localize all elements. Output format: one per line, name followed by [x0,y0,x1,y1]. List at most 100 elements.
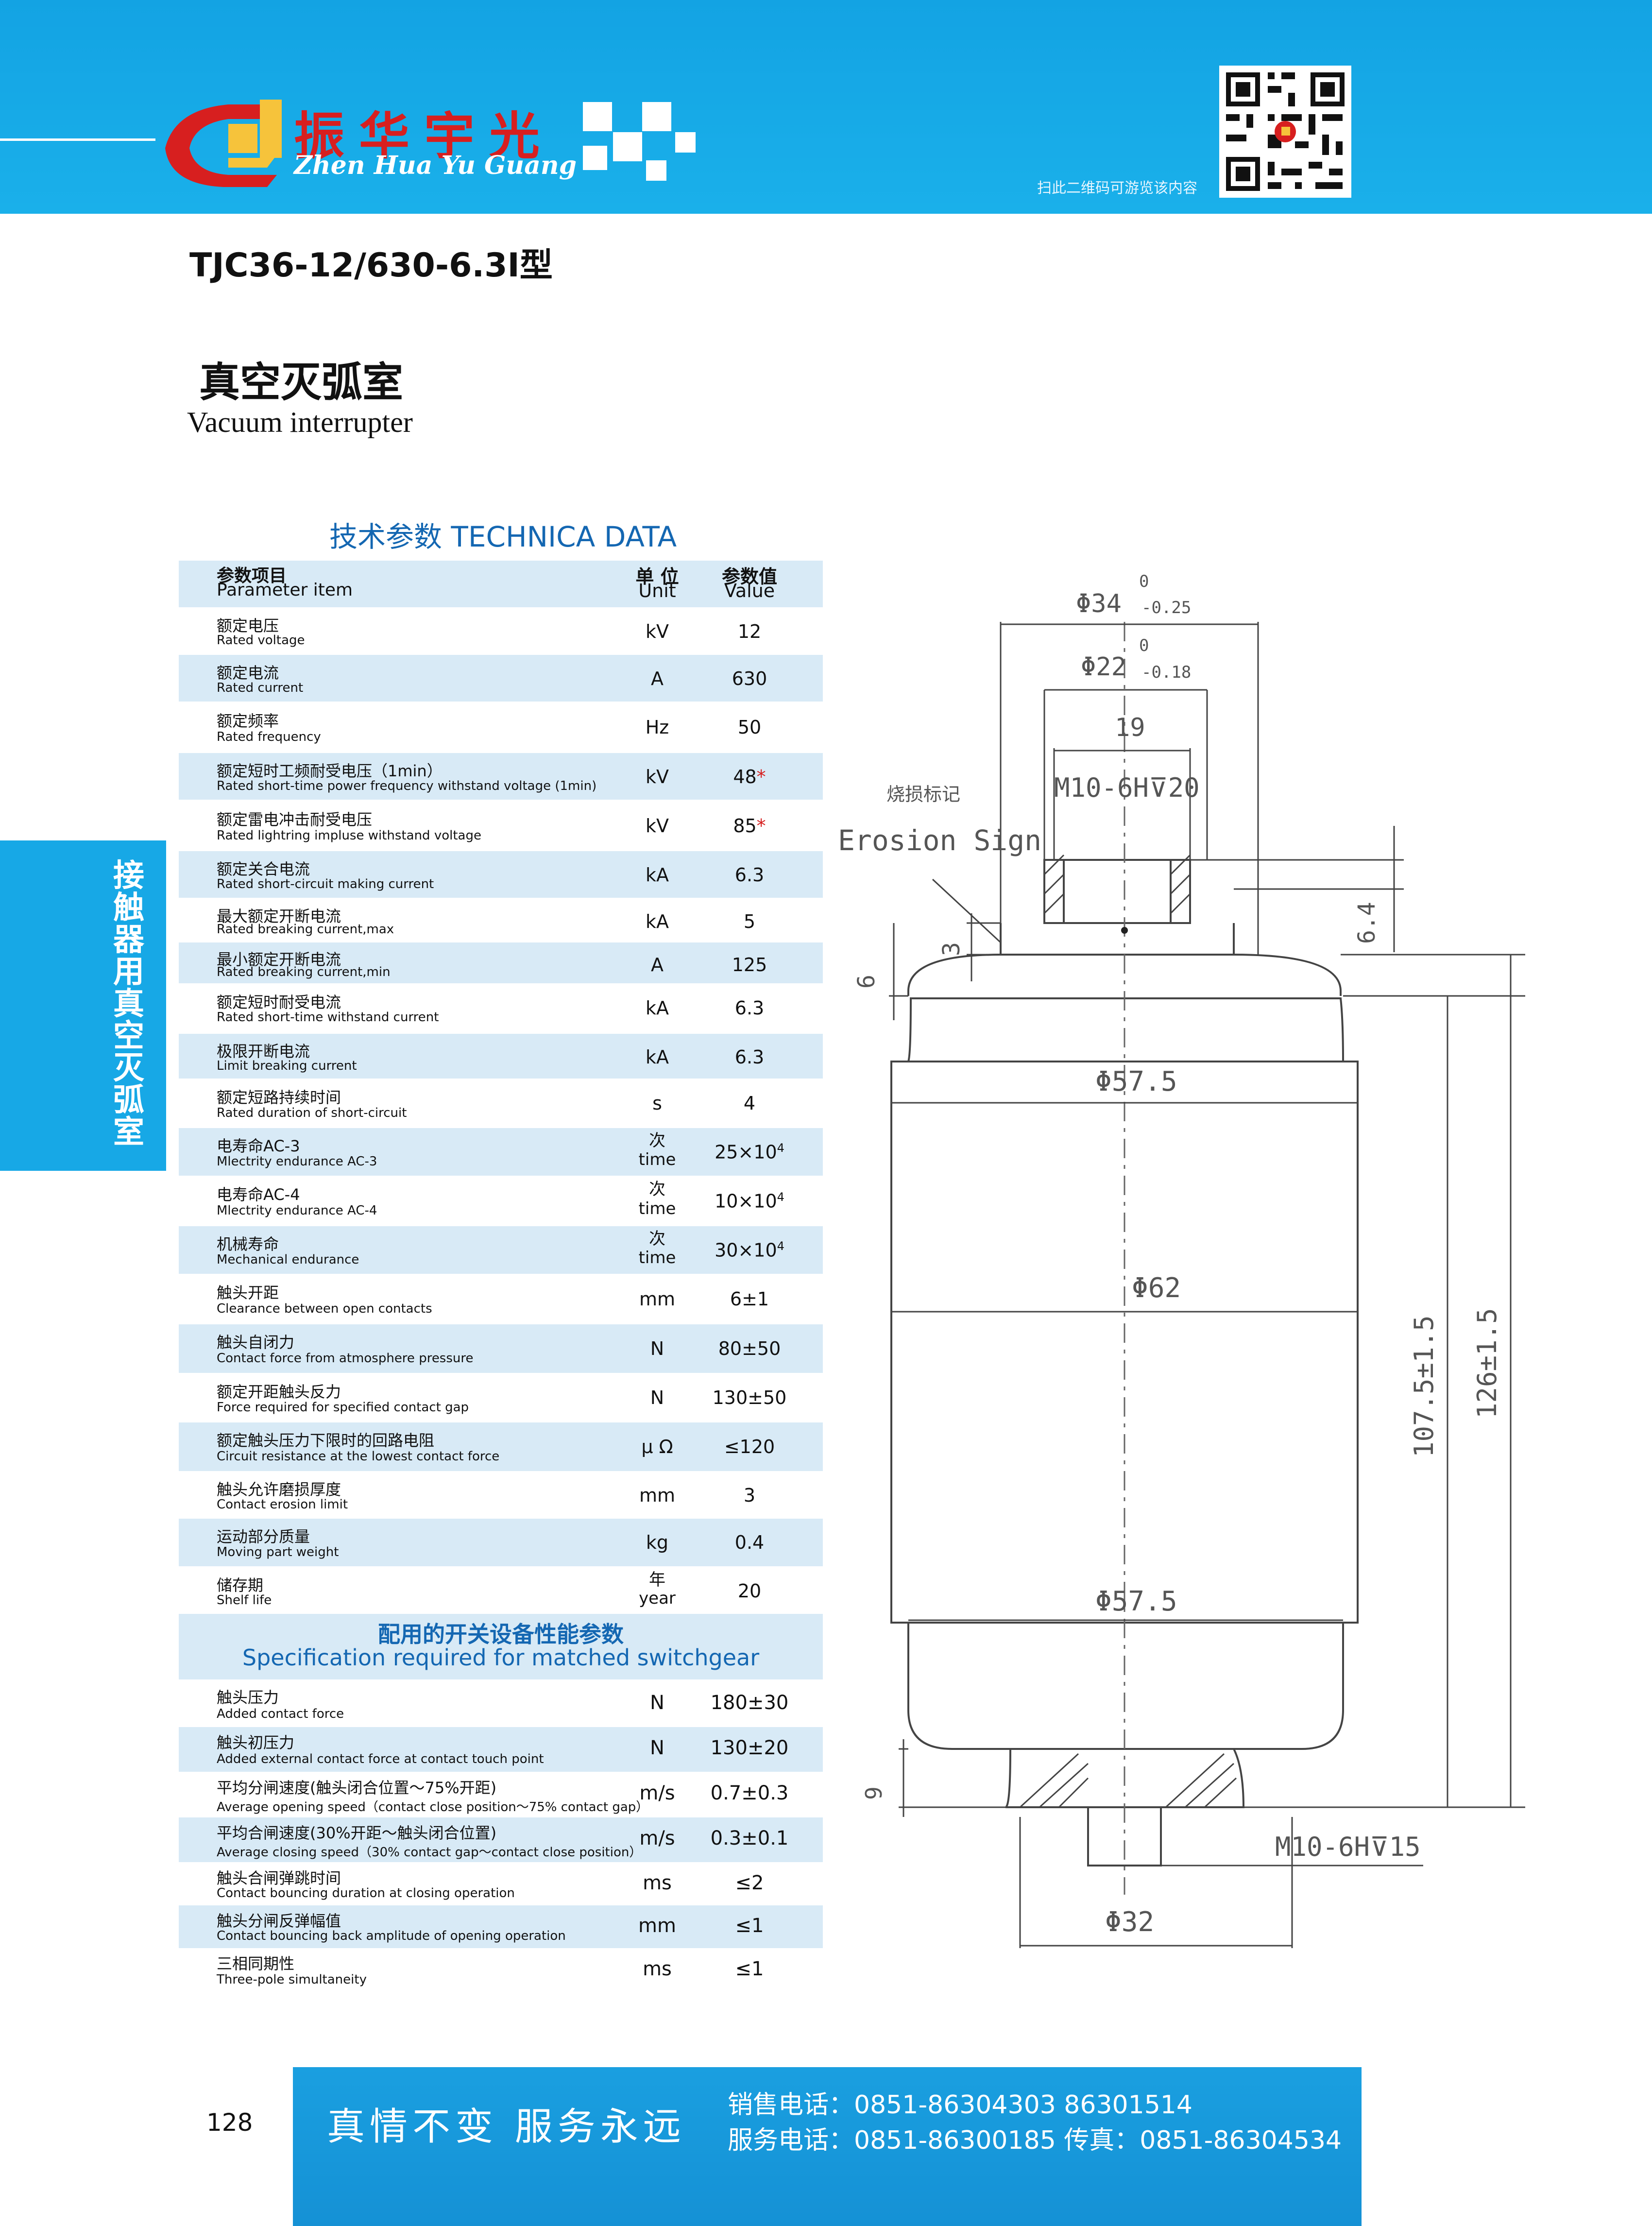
dim-19: 19 [1115,713,1145,742]
footer-slogan: 真情不变 服务永远 [327,2105,686,2149]
spec-unit: ms [643,1872,672,1895]
dim-top-inner-tol-upper: 0 [1139,636,1149,655]
spec-unit: mm [638,1915,676,1937]
param-name-cn: 额定短时工频耐受电压（1min） [217,761,443,780]
param-name-en: Rated duration of short-circuit [217,1105,407,1120]
qr-code[interactable] [1219,66,1351,198]
spec-name-cn: 触头合闸弹跳时间 [217,1869,341,1888]
param-name-en: Rated frequency [217,730,321,744]
param-value-text: 125 [732,954,767,976]
spec-name-cn: 三相同期性 [217,1954,295,1973]
param-value-text: 630 [732,668,767,689]
param-name-en: Rated voltage [217,633,305,648]
category-label: 接触器用真空灭弧室 [113,858,144,1150]
header-unit-en: Unit [638,580,676,601]
param-name-en: Limit breaking current [217,1058,357,1073]
decor-square [583,146,607,170]
dim-top-outer-tol-lower: -0.25 [1141,598,1191,617]
param-name-en: Mlectrity endurance AC-4 [217,1203,377,1218]
spec-row: 平均分闸速度(触头闭合位置～75%开距)Average opening spee… [179,1772,823,1817]
param-value: 12 [694,621,805,642]
param-unit-cn: 次 [649,1180,665,1199]
spec-name-cn: 平均合闸速度(30%开距～触头闭合位置) [217,1824,497,1843]
brand-name-cn: 振华宇光 [294,106,555,166]
spec-name-cn: 触头分闸反弹幅值 [217,1912,341,1931]
param-name-en: Clearance between open contacts [217,1301,432,1316]
param-value: 48* [694,766,805,788]
param-value: 6.3 [694,1046,805,1068]
param-unit: mm [639,1485,676,1507]
dim-lower-body: Φ57.5 [1095,1586,1177,1617]
param-unit: s [652,1093,662,1114]
spec-name-en: Average closing speed（30% contact gap～co… [217,1845,642,1860]
param-value: ≤120 [694,1436,805,1457]
thread-top-label: M10-6H⊽20 [1054,772,1200,803]
service-phone: 服务电话：0851-86300185 传真：0851-86304534 [728,2126,1342,2155]
spec-heading-cn: 配用的开关设备性能参数 [378,1621,624,1647]
spec-value: ≤2 [735,1872,764,1895]
dim-6-4: 6.4 [1353,902,1380,944]
table-row: 额定短时工频耐受电压（1min）Rated short-time power f… [179,753,823,800]
param-name-en: Mlectrity endurance AC-3 [217,1154,377,1169]
param-unit: mm [639,1288,676,1310]
param-value-text: 25×10 [715,1142,777,1164]
param-value: 130±50 [694,1387,805,1408]
product-title-en: Vacuum interrupter [187,406,413,438]
param-unit: kg [646,1532,669,1554]
param-unit: kV [645,620,669,642]
param-name-cn: 最大额定开断电流 [217,907,341,925]
param-value: 25×104 [694,1141,805,1163]
header-param-cn: 参数项目 [217,566,287,586]
spec-unit: N [650,1737,664,1760]
qr-code-icon [1226,72,1345,191]
category-side-tab: 接触器用真空灭弧室 [0,840,166,1171]
param-value-exponent: 4 [777,1190,784,1204]
param-name-cn: 额定短时耐受电流 [217,993,341,1011]
param-unit: kA [645,1046,669,1068]
param-name-en: Contact erosion limit [217,1497,348,1512]
param-name-cn: 额定关合电流 [217,859,310,878]
tech-data-heading: 技术参数 TECHNICA DATA [329,520,677,553]
param-value-text: 30×10 [715,1240,777,1262]
param-name-cn: 最小额定开断电流 [217,950,341,969]
param-name-en: Rated short-time power frequency withsta… [217,778,597,793]
param-unit: Hz [645,717,669,738]
brand-name-en: Zhen Hua Yu Guang [294,151,577,180]
dim-height-total: 126±1.5 [1472,1308,1502,1419]
param-unit: year [639,1589,676,1609]
param-unit: time [638,1199,676,1218]
header-value-cn: 参数值 [721,566,777,587]
param-name-cn: 储存期 [217,1575,264,1594]
dim-bottom: Φ32 [1105,1906,1154,1938]
param-unit: N [650,1387,664,1409]
param-value: 10×104 [694,1190,805,1212]
param-value-text: 50 [737,717,762,738]
param-value: 20 [694,1580,805,1602]
param-unit-cn: 次 [649,1130,665,1150]
param-unit: μ Ω [641,1436,673,1457]
decor-square [675,132,696,153]
param-value-text: 6.3 [734,1046,765,1068]
param-value-text: 85 [733,815,757,837]
param-value-exponent: 4 [777,1141,784,1155]
param-name-en: Rated lightring impluse withstand voltag… [217,828,481,843]
param-value: 6±1 [694,1288,805,1310]
product-title-cn: 真空灭弧室 [199,359,404,406]
param-name-en: Shelf life [217,1592,272,1608]
param-name-en: Rated breaking current,max [217,922,394,937]
param-name-en: Mechanical endurance [217,1252,359,1267]
param-value: 80±50 [694,1338,805,1359]
param-value-star: * [756,766,766,788]
